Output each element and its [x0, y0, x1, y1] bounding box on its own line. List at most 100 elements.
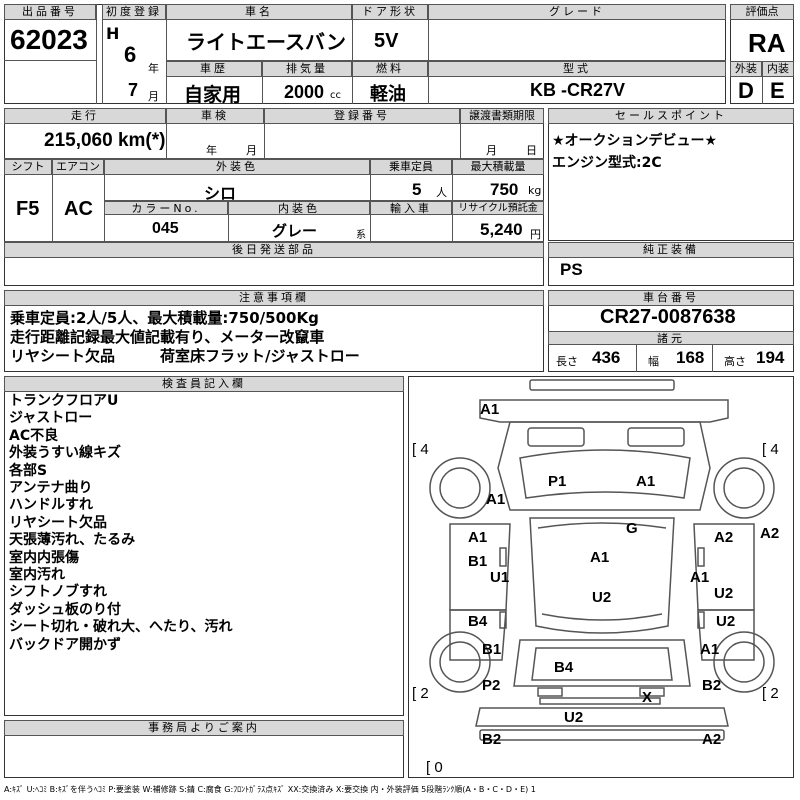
damage-mark: U2: [564, 709, 583, 726]
max-load-header: 最大積載量: [452, 159, 544, 175]
note-line: リヤシート欠品 荷室床フラット/ジャストロー: [10, 347, 360, 365]
inspection-year-unit: 年: [206, 144, 217, 157]
mileage-header: 走行: [4, 108, 166, 124]
ext-color-header: 外装色: [104, 159, 370, 175]
chassis-no: CR27-0087638: [600, 306, 736, 328]
recycle-header: リサイクル預託金: [452, 201, 544, 215]
damage-mark: A1: [590, 549, 609, 566]
max-load: 750: [490, 180, 519, 199]
tire-mark: [ 4: [762, 441, 779, 458]
inspection-header: 車検: [166, 108, 264, 124]
tire-mark: [ 2: [762, 685, 779, 702]
damage-mark: B1: [468, 553, 487, 570]
ext-color: シロ: [204, 184, 237, 203]
exterior-score: D: [738, 78, 754, 103]
width-label: 幅: [648, 355, 659, 368]
damage-mark: A2: [702, 731, 721, 748]
reg-year: 6: [124, 42, 137, 67]
damage-mark: A2: [760, 525, 779, 542]
transfer-header: 譲渡書類期限: [460, 108, 544, 124]
damage-mark: P2: [482, 677, 500, 694]
tire-mark: [ 4: [412, 441, 429, 458]
lot-no-header: 出品番号: [4, 4, 96, 20]
length: 436: [592, 348, 621, 367]
int-color-suffix: 系: [356, 230, 366, 241]
aircon: AC: [64, 198, 93, 220]
car-diagram-frame: [408, 376, 794, 778]
sales-point-1: ★オークションデビュー★: [552, 133, 718, 149]
interior-header: 内装: [762, 61, 794, 77]
inspector-note: リヤシート欠品: [9, 514, 107, 531]
car-diagram: A1 P1 A1 A1 G A1 B1 U1 A1 A2 A2 A1 U2 B4…: [412, 379, 779, 776]
transfer-day-unit: 日: [526, 144, 537, 157]
damage-mark: U2: [592, 589, 611, 606]
transfer-month-unit: 月: [486, 144, 497, 157]
door-type-header: ドア形状: [352, 4, 428, 20]
recycle: 5,240: [480, 220, 523, 239]
damage-mark: U2: [714, 585, 733, 602]
reg-month: 7: [128, 80, 139, 100]
history: 自家用: [184, 84, 242, 106]
inspector-header: 検査員記入欄: [4, 376, 404, 392]
damage-mark: B2: [702, 677, 721, 694]
score-header: 評価点: [730, 4, 794, 20]
car-name: ライトエースバン: [186, 30, 346, 54]
sales-point-2: エンジン型式:2C: [552, 155, 662, 171]
inspector-note: シフトノブすれ: [9, 584, 107, 601]
model-type: KB -CR27V: [530, 80, 626, 100]
capacity-header: 乗車定員: [370, 159, 452, 175]
capacity: 5: [412, 180, 422, 199]
damage-mark: X: [642, 689, 652, 706]
legend: A:ｷｽﾞ U:ﾍｺﾐ B:ｷｽﾞを伴うﾍｺﾐ P:要塗装 W:補修跡 S:錆 …: [4, 785, 536, 794]
inspector-note: 室内汚れ: [9, 567, 65, 584]
int-color-header: 内装色: [228, 201, 370, 215]
damage-mark: A1: [480, 401, 499, 418]
genuine-equip-header: 純正装備: [548, 242, 794, 258]
inspector-note: ダッシュ板のり付: [9, 601, 121, 618]
notes-header: 注意事項欄: [4, 290, 544, 306]
damage-mark: B1: [482, 641, 501, 658]
damage-mark: B4: [468, 613, 488, 630]
sales-points-header: セールスポイント: [548, 108, 794, 124]
dims-header: 諸元: [548, 331, 794, 345]
color-no-header: カラーNo.: [104, 201, 228, 215]
top-block: [4, 4, 726, 104]
fuel: 軽油: [370, 84, 406, 105]
damage-mark: A1: [700, 641, 719, 658]
sales-points-block: [548, 108, 794, 241]
shift: F5: [16, 198, 40, 220]
inspector-note: バックドア開かず: [9, 636, 121, 653]
inspector-note: シート切れ・破れ大、へたり、汚れ: [9, 619, 233, 636]
damage-mark: A1: [486, 491, 505, 508]
exterior-header: 外装: [730, 61, 762, 77]
damage-mark: U2: [716, 613, 735, 630]
damage-mark: A1: [636, 473, 655, 490]
later-parts-header: 後日発送部品: [4, 242, 544, 258]
note-line: 乗車定員:2人/5人、最大積載量:750/500Kg: [10, 309, 319, 327]
damage-mark: B4: [554, 659, 574, 676]
inspector-note: AC不良: [9, 427, 59, 444]
inspector-note: 室内内張傷: [9, 549, 79, 566]
tire-mark: [ 0: [426, 759, 443, 776]
inspector-note: 各部S: [9, 462, 48, 479]
reg-no-header: 登録番号: [264, 108, 460, 124]
first-reg-header: 初度登録: [102, 4, 166, 20]
displacement: 2000: [284, 82, 325, 102]
office-header: 事務局よりご案内: [4, 720, 404, 736]
inspector-notes: トランクフロアU ジャストロー AC不良 外装うすい線キズ 各部S アンテナ曲り…: [9, 393, 232, 654]
capacity-unit: 人: [436, 186, 447, 199]
note-line: 走行距離記録最大値記載有り、メーター改竄車: [10, 328, 325, 346]
cc-unit: cc: [330, 90, 341, 101]
damage-mark: A2: [714, 529, 733, 546]
color-no: 045: [152, 220, 179, 237]
inspector-note: ハンドルすれ: [9, 497, 93, 514]
import-header: 輸入車: [370, 201, 452, 215]
car-name-header: 車名: [166, 4, 352, 20]
tire-mark: [ 2: [412, 685, 429, 702]
length-label: 長さ: [556, 355, 578, 368]
history-header: 車歴: [166, 61, 262, 77]
notes-list: 乗車定員:2人/5人、最大積載量:750/500Kg 走行距離記録最大値記載有り…: [10, 309, 360, 366]
genuine-equip: PS: [560, 260, 583, 279]
chassis-header: 車台番号: [548, 290, 794, 306]
grade-header: グレード: [428, 4, 726, 20]
